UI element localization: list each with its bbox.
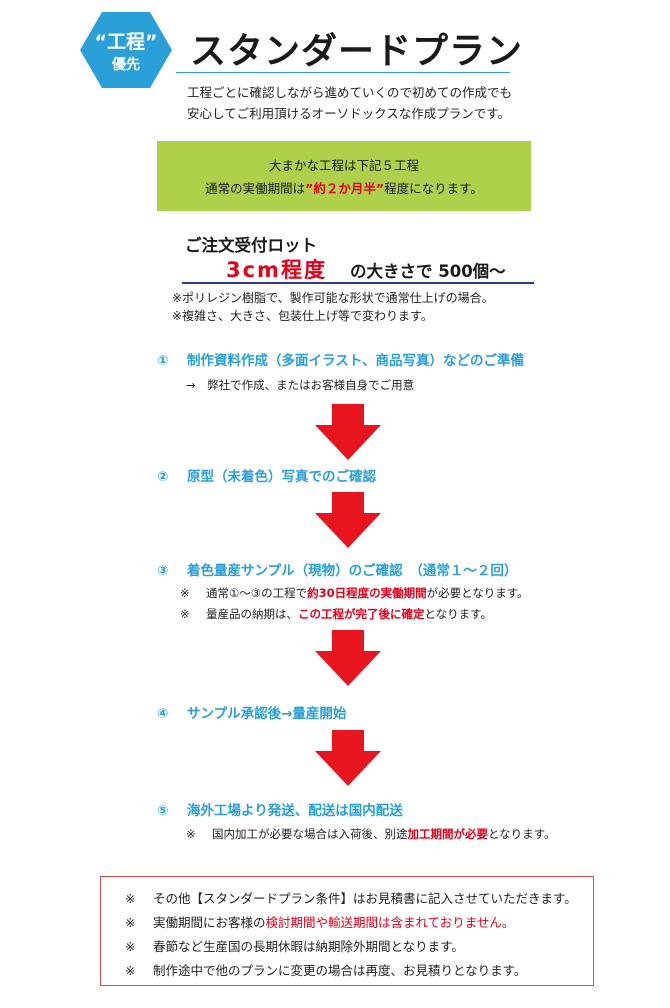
step-5-note: ※ 国内加工が必要な場合は入荷後、別途加工期間が必要となります。	[186, 826, 556, 842]
step-3: ③ 着色量産サンプル（現物）のご確認 （通常１〜２回）	[157, 559, 517, 579]
step-number: ②	[157, 469, 169, 485]
note-mark: ※	[180, 607, 190, 621]
note-text: となります。	[424, 607, 493, 621]
down-arrow-icon	[315, 492, 381, 548]
step-1-note: → 弊社で作成、またはお客様自身でご用意	[186, 378, 415, 392]
lot-title: ご注文受付ロット	[185, 236, 317, 255]
note-mark: ※	[186, 827, 196, 841]
summary-highlight: ”約２か月半”	[305, 181, 385, 196]
hexagon-shape	[80, 12, 172, 88]
down-arrow-icon	[315, 404, 381, 460]
intro-line: 安心してご利用頂けるオーソドックスな作成プランです。	[187, 106, 511, 121]
intro-text: 工程ごとに確認しながら進めていくので初めての作成でも 安心してご利用頂けるオーソ…	[187, 82, 512, 124]
condition-highlight: 検討期間や輸送期間は含まれておりません	[265, 915, 502, 930]
lot-quantity: の大きさで 500個〜	[350, 262, 506, 281]
step-number: ①	[157, 353, 169, 369]
note-highlight: 加工期間が必要	[407, 827, 489, 841]
note-text: が必要となります。	[426, 586, 529, 600]
lot-note: ※複雑さ、大きさ、包装仕上げ等で変わります。	[172, 309, 433, 323]
down-arrow-icon	[315, 630, 381, 686]
summary-line: 大まかな工程は下記５工程	[268, 158, 419, 173]
step-3-note-delivery: ※ 量産品の納期は、この工程が完了後に確定となります。	[180, 606, 492, 622]
step-label: 原型（未着色）写真でのご確認	[187, 469, 376, 485]
note-mark: ※	[125, 915, 136, 930]
step-3-note-period: ※ 通常①〜③の工程で約30日程度の実働期間が必要となります。	[180, 585, 529, 601]
note-text: 通常①〜③の工程で	[206, 586, 308, 600]
summary-box: 大まかな工程は下記５工程 通常の実働期間は”約２か月半”程度になります。	[157, 141, 531, 211]
badge-sublabel: 優先	[112, 57, 140, 73]
note-highlight: 約30日程度の実働期間	[307, 586, 427, 600]
summary-text: 通常の実働期間は	[205, 181, 306, 196]
note-text: 量産品の納期は、	[206, 607, 298, 621]
process-priority-badge: “工程” 優先	[78, 10, 174, 90]
step-1: ① 制作資料作成（多面イラスト、商品写真）などのご準備	[157, 349, 524, 369]
step-label: 海外工場より発送、配送は国内配送	[187, 803, 403, 819]
page-title: スタンダードプラン	[190, 31, 524, 72]
note-text: 国内加工が必要な場合は入荷後、別途	[212, 827, 408, 841]
down-arrow-icon	[315, 730, 381, 786]
summary-text: 程度になります。	[384, 181, 483, 196]
title-divider	[176, 72, 510, 73]
step-label: 制作資料作成（多面イラスト、商品写真）などのご準備	[187, 353, 524, 369]
lot-note: ※ポリレジン樹脂で、製作可能な形状で通常仕上げの場合。	[172, 291, 494, 305]
note-mark: ※	[125, 963, 136, 978]
condition-item: ※ その他【スタンダードプラン条件】はお見積書に記入させていただきます。	[125, 888, 577, 907]
note-mark: ※	[180, 586, 190, 600]
step-2: ② 原型（未着色）写真でのご確認	[157, 465, 376, 485]
condition-text: 。	[501, 915, 515, 930]
step-number: ③	[157, 563, 169, 579]
intro-line: 工程ごとに確認しながら進めていくので初めての作成でも	[187, 85, 513, 100]
condition-text: その他【スタンダードプラン条件】はお見積書に記入させていただきます。	[153, 891, 577, 906]
summary-period-line: 通常の実働期間は”約２か月半”程度になります。	[157, 178, 531, 197]
step-number: ④	[157, 706, 169, 722]
condition-item: ※ 制作途中で他のプランに変更の場合は再度、お見積りとなります。	[125, 960, 526, 979]
lot-size: 3cm程度	[226, 258, 327, 282]
step-label: サンプル承認後→量産開始	[187, 706, 347, 722]
step-label: 着色量産サンプル（現物）のご確認 （通常１〜２回）	[187, 563, 518, 579]
condition-item: ※ 実働期間にお客様の検討期間や輸送期間は含まれておりません。	[125, 912, 514, 931]
step-number: ⑤	[157, 803, 169, 819]
lot-divider	[182, 282, 534, 284]
note-mark: ※	[125, 891, 136, 906]
condition-text: 実働期間にお客様の	[153, 915, 266, 930]
condition-item: ※ 春節など生産国の長期休暇は納期除外期間となります。	[125, 936, 464, 955]
badge-label: “工程”	[94, 31, 158, 53]
conditions-box: ※ その他【スタンダードプラン条件】はお見積書に記入させていただきます。 ※ 実働期…	[100, 876, 594, 986]
note-highlight: この工程が完了後に確定	[298, 607, 425, 621]
step-4: ④ サンプル承認後→量産開始	[157, 702, 346, 722]
note-mark: ※	[125, 939, 136, 954]
condition-text: 春節など生産国の長期休暇は納期除外期間となります。	[153, 939, 464, 954]
note-text: となります。	[488, 827, 556, 841]
condition-text: 制作途中で他のプランに変更の場合は再度、お見積りとなります。	[153, 963, 527, 978]
step-5: ⑤ 海外工場より発送、配送は国内配送	[157, 799, 403, 819]
